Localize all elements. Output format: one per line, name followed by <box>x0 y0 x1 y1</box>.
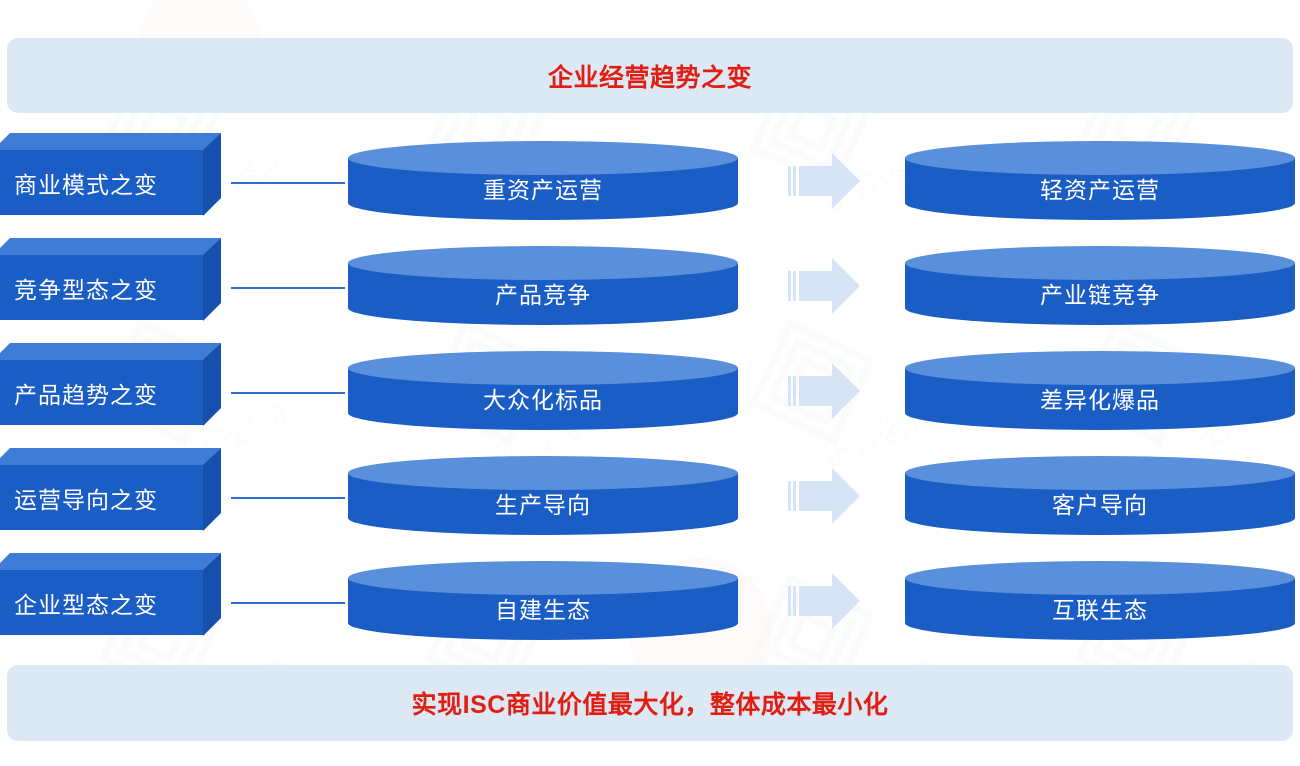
future-state-cylinder[interactable]: 客户导向 <box>905 456 1295 540</box>
connector-line <box>231 287 345 289</box>
box-side-face <box>203 553 221 636</box>
connector-line <box>231 392 345 394</box>
footer-title: 实现ISC商业价值最大化，整体成本最小化 <box>411 691 889 719</box>
category-box[interactable]: 运营导向之变 <box>0 448 221 531</box>
box-top-face <box>0 448 221 466</box>
box-side-face <box>203 343 221 426</box>
connector-line <box>231 497 345 499</box>
box-top-face <box>0 553 221 571</box>
page-title: 企业经营趋势之变 <box>547 63 752 92</box>
category-box[interactable]: 商业模式之变 <box>0 133 221 216</box>
box-front-face: 竞争型态之变 <box>0 255 203 320</box>
current-state-cylinder[interactable]: 大众化标品 <box>348 351 738 435</box>
box-side-face <box>203 238 221 321</box>
future-state-cylinder[interactable]: 轻资产运营 <box>905 141 1295 225</box>
diagram-row: 产品趋势之变 大众化标品 差异化爆品 <box>0 343 1300 443</box>
category-label: 竞争型态之变 <box>14 276 158 303</box>
arrow-right-icon <box>788 363 860 419</box>
arrow-right-icon <box>788 153 860 209</box>
box-top-face <box>0 133 221 151</box>
category-box[interactable]: 企业型态之变 <box>0 553 221 636</box>
diagram-row: 竞争型态之变 产品竞争 产业链竞争 <box>0 238 1300 338</box>
current-state-cylinder[interactable]: 产品竞争 <box>348 246 738 330</box>
box-side-face <box>203 448 221 531</box>
arrow-right-icon <box>788 258 860 314</box>
arrow-right-icon <box>788 573 860 629</box>
future-state-cylinder[interactable]: 产业链竞争 <box>905 246 1295 330</box>
category-label: 商业模式之变 <box>14 171 158 198</box>
box-top-face <box>0 343 221 361</box>
diagram-row: 运营导向之变 生产导向 客户导向 <box>0 448 1300 548</box>
category-box[interactable]: 竞争型态之变 <box>0 238 221 321</box>
current-state-cylinder[interactable]: 重资产运营 <box>348 141 738 225</box>
footer-banner: 实现ISC商业价值最大化，整体成本最小化 <box>7 665 1293 741</box>
connector-line <box>231 182 345 184</box>
box-side-face <box>203 133 221 216</box>
future-state-cylinder[interactable]: 互联生态 <box>905 561 1295 645</box>
connector-line <box>231 602 345 604</box>
category-box[interactable]: 产品趋势之变 <box>0 343 221 426</box>
category-label: 产品趋势之变 <box>14 381 158 408</box>
current-state-cylinder[interactable]: 生产导向 <box>348 456 738 540</box>
future-state-cylinder[interactable]: 差异化爆品 <box>905 351 1295 435</box>
current-state-cylinder[interactable]: 自建生态 <box>348 561 738 645</box>
box-front-face: 企业型态之变 <box>0 570 203 635</box>
category-label: 运营导向之变 <box>14 486 158 513</box>
box-front-face: 商业模式之变 <box>0 150 203 215</box>
box-front-face: 产品趋势之变 <box>0 360 203 425</box>
header-banner: 企业经营趋势之变 <box>7 38 1293 113</box>
diagram-row: 商业模式之变 重资产运营 轻资产运营 <box>0 133 1300 233</box>
box-front-face: 运营导向之变 <box>0 465 203 530</box>
arrow-right-icon <box>788 468 860 524</box>
diagram-row: 企业型态之变 自建生态 互联生态 <box>0 553 1300 653</box>
category-label: 企业型态之变 <box>14 591 158 618</box>
box-top-face <box>0 238 221 256</box>
